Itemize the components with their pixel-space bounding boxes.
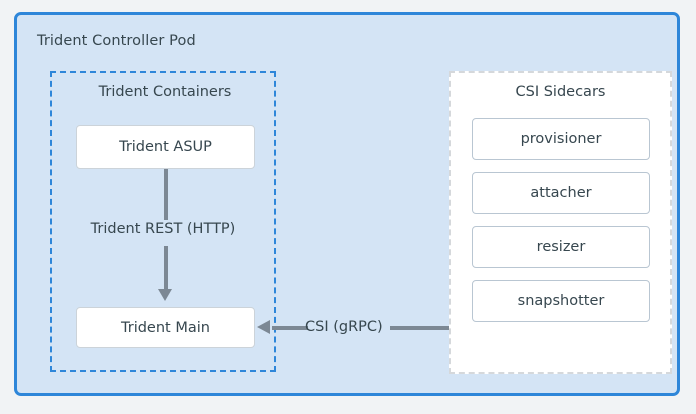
- csi-sidecars-list: provisioner attacher resizer snapshotter: [472, 118, 650, 334]
- rest-connector-line-upper: [163, 169, 168, 220]
- sidecar-item-provisioner-label: provisioner: [520, 131, 602, 147]
- sidecar-item-resizer[interactable]: resizer: [472, 226, 650, 268]
- trident-containers-group: Trident Containers: [50, 71, 276, 372]
- csi-sidecars-title: CSI Sidecars: [515, 84, 606, 100]
- node-trident-main[interactable]: Trident Main: [76, 307, 255, 348]
- csi-connector-label: CSI (gRPC): [305, 319, 383, 335]
- csi-connector-arrowhead-icon: [257, 320, 270, 334]
- sidecar-item-snapshotter[interactable]: snapshotter: [472, 280, 650, 322]
- node-trident-asup[interactable]: Trident ASUP: [76, 125, 255, 169]
- sidecar-item-attacher-label: attacher: [530, 185, 592, 201]
- rest-connector-arrowhead-icon: [158, 289, 172, 301]
- sidecar-item-attacher[interactable]: attacher: [472, 172, 650, 214]
- sidecar-item-snapshotter-label: snapshotter: [517, 293, 605, 309]
- csi-connector-line-right: [390, 325, 449, 330]
- pod-title: Trident Controller Pod: [37, 33, 196, 49]
- rest-connector-label: Trident REST (HTTP): [90, 221, 236, 237]
- csi-sidecars-panel: CSI Sidecars provisioner attacher resize…: [449, 71, 672, 374]
- sidecar-item-resizer-label: resizer: [536, 239, 586, 255]
- node-trident-asup-label: Trident ASUP: [119, 139, 212, 155]
- rest-connector-line-lower: [163, 246, 168, 292]
- sidecar-item-provisioner[interactable]: provisioner: [472, 118, 650, 160]
- trident-controller-pod-container: Trident Controller Pod Trident Container…: [14, 12, 680, 396]
- node-trident-main-label: Trident Main: [121, 319, 210, 336]
- csi-connector-line-left: [272, 325, 308, 330]
- trident-containers-title: Trident Containers: [98, 84, 232, 100]
